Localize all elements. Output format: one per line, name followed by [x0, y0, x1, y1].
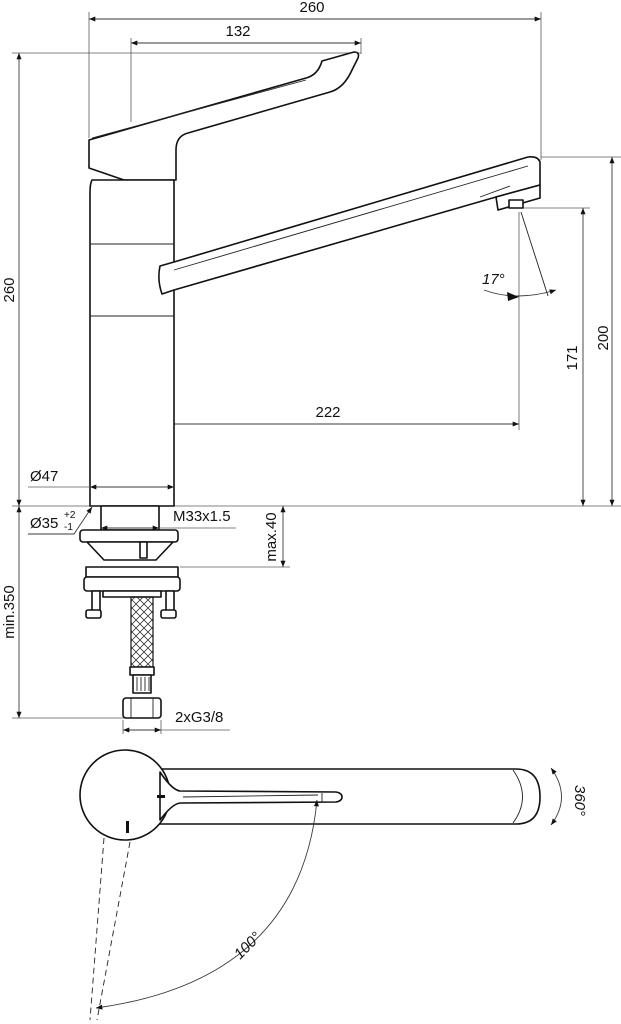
label-tol-plus: +2 [64, 510, 76, 521]
dim-spout-tilt: 17° [482, 211, 557, 301]
label-g38: 2xG3/8 [175, 709, 223, 726]
braided-hose [130, 596, 154, 668]
label-260-reach: 260 [299, 0, 324, 16]
dim-spout-rotation: 360° [550, 767, 588, 826]
dim-overall-height: 260 [1, 53, 22, 506]
dim-spout-reach: 222 [130, 404, 519, 427]
label-100deg: 100° [231, 929, 265, 963]
stud-nut-left [85, 609, 102, 619]
hot-cold-mark-horizontal [157, 795, 165, 798]
clamp-pin [139, 541, 148, 559]
head-plan [79, 749, 171, 841]
dim-min-hose: min.350 [1, 506, 22, 718]
dim-outlet-height-max: 200 [595, 156, 615, 506]
fixing-plate [83, 576, 181, 592]
dim-max-deck: max.40 [263, 506, 286, 567]
stud-nut-right [160, 609, 177, 619]
nut-base [102, 590, 162, 598]
label-360deg: 360° [571, 785, 588, 816]
label-171: 171 [564, 345, 581, 370]
dim-body-diameter: Ø47 [28, 468, 175, 490]
hose-ferrule [129, 666, 155, 676]
label-max40: max.40 [263, 512, 280, 561]
aerator-outlet [508, 199, 524, 209]
hose-connector-nut [122, 697, 162, 719]
label-17deg: 17° [482, 271, 505, 288]
label-222: 222 [315, 404, 340, 421]
threaded-shank [100, 505, 160, 531]
clamp [86, 541, 174, 561]
tap-body [89, 179, 175, 507]
dim-overall-reach: 260 [89, 0, 541, 22]
label-260-height: 260 [1, 277, 18, 302]
label-d47: Ø47 [30, 468, 58, 485]
washer [79, 529, 179, 543]
aerator [495, 184, 541, 211]
label-min350: min.350 [1, 585, 18, 638]
dim-hole-diameter: Ø35 +2 -1 [28, 506, 93, 535]
side-elevation-view: 260 132 260 200 171 222 [1, 0, 621, 734]
dim-outlet-height: 171 [564, 207, 586, 506]
hose-knurl [132, 674, 152, 694]
hot-cold-mark-vertical [126, 821, 129, 833]
dim-lever-reach: 132 [130, 23, 361, 46]
fixing-nut [85, 566, 179, 578]
label-tol-minus: -1 [64, 522, 73, 533]
label-132: 132 [225, 23, 250, 40]
label-200: 200 [595, 325, 612, 350]
label-d35: Ø35 [30, 515, 58, 532]
label-m33: M33x1.5 [173, 508, 231, 525]
top-plan-view: 100° 360° [79, 749, 588, 1021]
dim-connections: 2xG3/8 [122, 709, 230, 734]
dim-thread: M33x1.5 [101, 508, 236, 531]
lever-handle [88, 51, 360, 181]
